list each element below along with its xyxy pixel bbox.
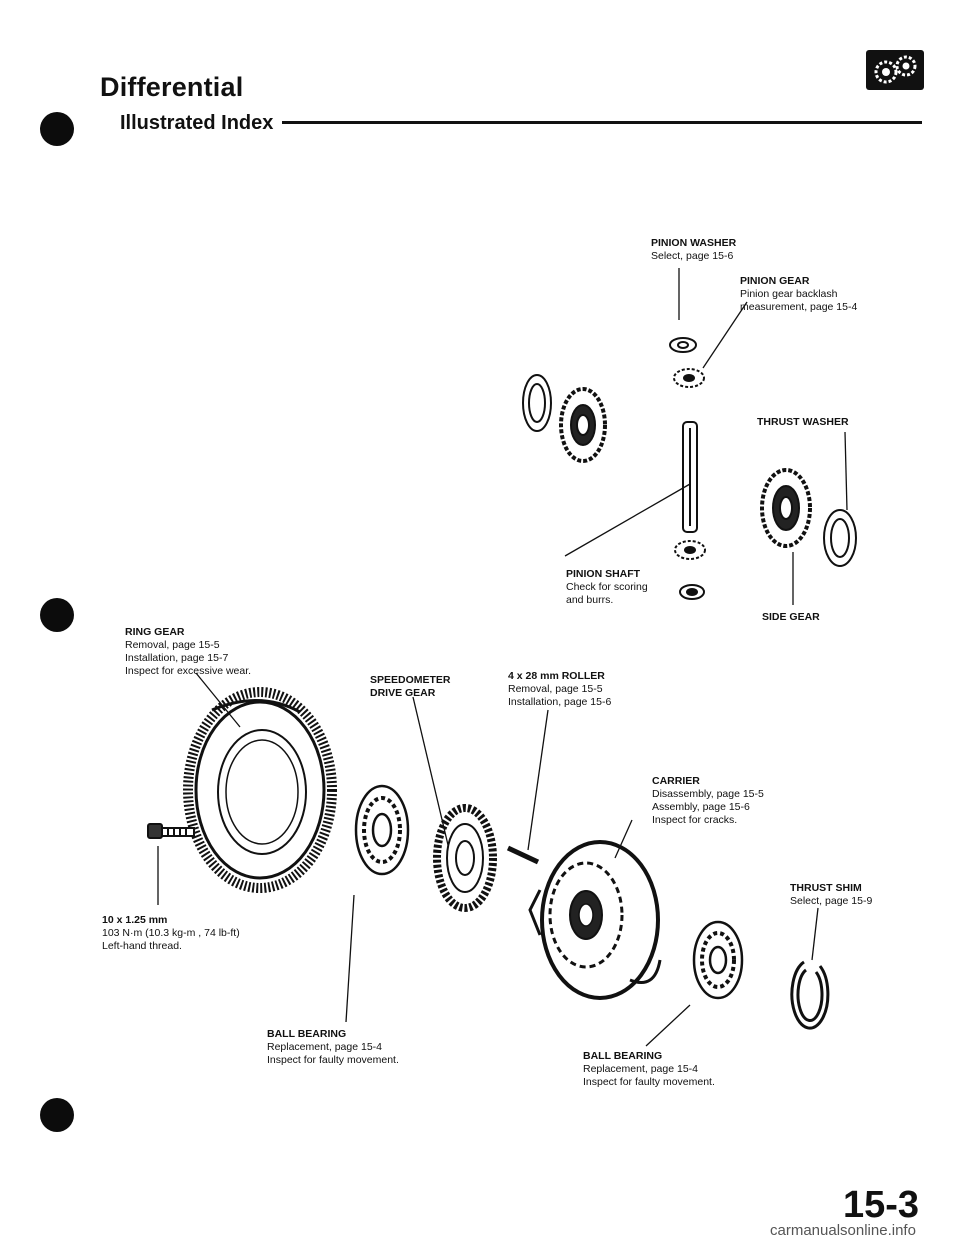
leader-ball-bearing-right <box>645 1004 691 1047</box>
binder-hole-middle <box>40 598 74 632</box>
label-pinion-gear-line-2: measurement, page 15-4 <box>740 301 858 313</box>
bolt-part <box>147 823 195 839</box>
section-subtitle: Illustrated Index <box>120 112 274 134</box>
label-roller-line-2: Installation, page 15-6 <box>508 696 612 708</box>
label-thrust-shim: THRUST SHIM Select, page 15-9 <box>790 882 872 908</box>
label-ball-bearing-left-line-1: Replacement, page 15-4 <box>267 1041 382 1053</box>
label-carrier-line-2: Assembly, page 15-6 <box>652 801 750 813</box>
label-pinion-washer-heading: PINION WASHER <box>651 237 737 249</box>
ring-gear-part <box>183 687 337 893</box>
label-carrier-heading: CARRIER <box>652 775 700 787</box>
label-ball-bearing-right-line-1: Replacement, page 15-4 <box>583 1063 698 1075</box>
label-speedometer-line: DRIVE GEAR <box>370 687 436 699</box>
footer-watermark: carmanualsonline.info <box>770 1222 916 1239</box>
label-bolt-heading: 10 x 1.25 mm <box>102 914 168 926</box>
label-bolt-line-2: Left-hand thread. <box>102 940 182 952</box>
label-ball-bearing-left: BALL BEARING Replacement, page 15-4 Insp… <box>267 1028 399 1067</box>
label-thrust-washer-heading: THRUST WASHER <box>757 416 849 428</box>
label-pinion-shaft-line-1: Check for scoring <box>566 581 648 593</box>
label-pinion-shaft-line-2: and burrs. <box>566 594 614 606</box>
binder-hole-top <box>40 112 74 146</box>
label-thrust-shim-line: Select, page 15-9 <box>790 895 873 907</box>
page-number: 15-3 <box>843 1184 920 1226</box>
leader-ring-gear <box>195 672 241 728</box>
label-pinion-washer: PINION WASHER Select, page 15-6 <box>651 237 736 263</box>
label-bolt: 10 x 1.25 mm 103 N·m (10.3 kg-m , 74 lb-… <box>102 914 240 953</box>
binder-hole-bottom <box>40 1098 74 1132</box>
header-rule <box>282 121 922 124</box>
pinion-gear-lower-part <box>674 540 706 600</box>
label-speedometer: SPEEDOMETER DRIVE GEAR <box>370 674 451 700</box>
ball-bearing-right-part <box>692 920 744 1000</box>
side-gear-left-part <box>522 374 607 463</box>
label-carrier-line-1: Disassembly, page 15-5 <box>652 788 764 800</box>
label-pinion-washer-line: Select, page 15-6 <box>651 250 734 262</box>
label-pinion-shaft: PINION SHAFT Check for scoring and burrs… <box>566 568 648 607</box>
label-roller: 4 x 28 mm ROLLER Removal, page 15-5 Inst… <box>508 670 611 709</box>
label-ring-gear-line-2: Installation, page 15-7 <box>125 652 229 664</box>
leader-pinion-shaft <box>564 483 691 557</box>
side-gear-right-part <box>760 468 857 567</box>
leader-roller <box>527 709 549 851</box>
label-side-gear: SIDE GEAR <box>762 611 820 624</box>
leader-pinion-gear <box>702 301 748 369</box>
leader-thrust-shim <box>811 907 819 961</box>
thrust-shim-part <box>790 960 830 1030</box>
label-speedometer-heading: SPEEDOMETER <box>370 674 451 686</box>
label-thrust-shim-heading: THRUST SHIM <box>790 882 862 894</box>
label-ring-gear-line-3: Inspect for excessive wear. <box>125 665 252 677</box>
label-ring-gear-heading: RING GEAR <box>125 626 185 638</box>
ball-bearing-left-part <box>354 784 410 876</box>
label-pinion-gear-heading: PINION GEAR <box>740 275 810 287</box>
carrier-part <box>528 840 662 1000</box>
label-ball-bearing-left-heading: BALL BEARING <box>267 1028 347 1040</box>
label-carrier-line-3: Inspect for cracks. <box>652 814 738 826</box>
label-thrust-washer: THRUST WASHER <box>757 416 849 429</box>
label-ring-gear: RING GEAR Removal, page 15-5 Installatio… <box>125 626 251 678</box>
page-title: Differential <box>100 72 244 102</box>
label-ball-bearing-right: BALL BEARING Replacement, page 15-4 Insp… <box>583 1050 715 1089</box>
label-pinion-shaft-heading: PINION SHAFT <box>566 568 641 580</box>
label-bolt-line-1: 103 N·m (10.3 kg-m , 74 lb-ft) <box>102 927 240 939</box>
label-pinion-gear: PINION GEAR Pinion gear backlash measure… <box>740 275 857 314</box>
label-roller-line-1: Removal, page 15-5 <box>508 683 603 695</box>
label-ring-gear-line-1: Removal, page 15-5 <box>125 639 220 651</box>
speedometer-drive-gear-part <box>433 804 497 912</box>
label-carrier: CARRIER Disassembly, page 15-5 Assembly,… <box>652 775 764 827</box>
leader-carrier <box>614 819 633 859</box>
label-side-gear-heading: SIDE GEAR <box>762 611 820 623</box>
pinion-gear-upper-part <box>673 368 705 388</box>
label-ball-bearing-left-line-2: Inspect for faulty movement. <box>267 1054 399 1066</box>
pinion-shaft-part <box>682 421 698 533</box>
roller-part <box>506 845 540 865</box>
transmission-gears-icon <box>866 50 924 90</box>
pinion-washer-part <box>669 337 697 353</box>
label-roller-heading: 4 x 28 mm ROLLER <box>508 670 605 682</box>
label-pinion-gear-line-1: Pinion gear backlash <box>740 288 838 300</box>
leader-ball-bearing-left <box>345 894 355 1023</box>
label-ball-bearing-right-line-2: Inspect for faulty movement. <box>583 1076 715 1088</box>
leader-thrust-washer <box>844 431 848 511</box>
label-ball-bearing-right-heading: BALL BEARING <box>583 1050 663 1062</box>
